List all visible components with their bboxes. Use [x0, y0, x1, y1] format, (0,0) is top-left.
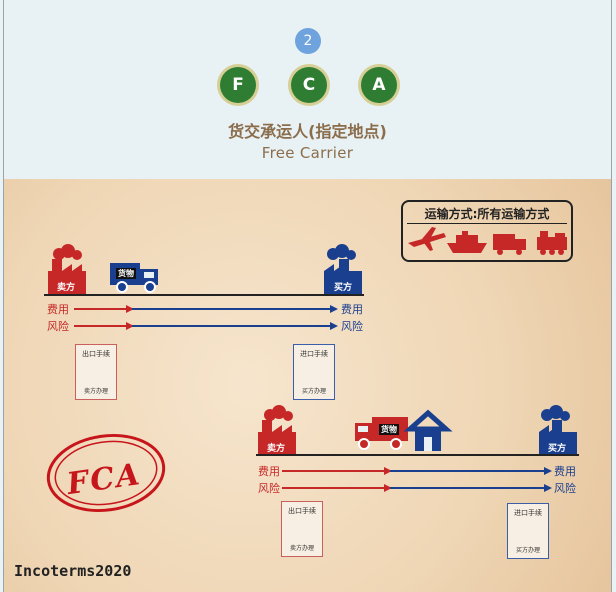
import-doc-title-2: 进口手续: [514, 509, 542, 517]
airplane-icon: [408, 227, 446, 251]
buyer-factory-icon-2: [539, 405, 577, 455]
page-subtitle: Free Carrier: [261, 144, 354, 162]
risk-label: 风险: [47, 320, 69, 333]
export-doc-title-2: 出口手续: [288, 507, 316, 515]
import-doc-foot-2: 买方办理: [515, 547, 540, 554]
incoterms-label: Incoterms2020: [14, 562, 132, 580]
export-doc-foot: 卖方办理: [83, 388, 108, 395]
header: 2 F C A 货交承运人(指定地点) Free Carrier: [4, 0, 611, 179]
letter-f-badge: F: [220, 67, 256, 103]
import-doc-2: 进口手续 买方办理: [507, 503, 549, 559]
ship-icon: [447, 231, 487, 253]
buyer-label-2: 买方: [548, 444, 567, 454]
buyer-factory-icon: [324, 244, 362, 295]
seller-factory-icon-2: [258, 405, 296, 455]
cost-label: 费用: [47, 303, 69, 316]
import-doc-title: 进口手续: [300, 350, 328, 358]
house-icon: [403, 409, 453, 451]
seller-label-2: 卖方: [267, 444, 286, 454]
page-frame: 2 F C A 货交承运人(指定地点) Free Carrier: [3, 0, 612, 592]
letter-a-badge: A: [361, 67, 397, 103]
export-doc: 出口手续 卖方办理: [75, 344, 117, 400]
goods-label: 货物: [116, 268, 136, 279]
illustration: 运输方式:所有运输方式 卖方 买方 货物 费用 风险 费用 风险 出口手续 卖方…: [4, 179, 611, 592]
export-doc-2: 出口手续 卖方办理: [281, 501, 323, 557]
cost-label-buyer: 费用: [341, 303, 363, 316]
risk-label-buyer-2: 风险: [554, 482, 576, 495]
cost-label-buyer-2: 费用: [554, 465, 576, 478]
risk-label-2: 风险: [258, 482, 280, 495]
cost-label-2: 费用: [258, 465, 280, 478]
transport-modes-title: 运输方式:所有运输方式: [424, 207, 550, 221]
goods-label-2: 货物: [379, 424, 399, 435]
seller-label: 卖方: [57, 283, 76, 293]
letter-c-badge: C: [291, 67, 327, 103]
seller-factory-icon: [48, 244, 86, 295]
transport-modes-box: 运输方式:所有运输方式: [401, 200, 573, 262]
transport-divider: [407, 223, 567, 224]
export-doc-foot-2: 卖方办理: [289, 545, 314, 552]
fca-stamp: [46, 433, 166, 513]
export-doc-title: 出口手续: [82, 350, 110, 358]
page-title: 货交承运人(指定地点): [228, 122, 387, 141]
risk-label-buyer: 风险: [341, 320, 363, 333]
buyer-label: 买方: [334, 283, 353, 293]
train-icon: [537, 231, 567, 255]
import-doc-foot: 买方办理: [301, 388, 326, 395]
step-badge: 2: [295, 28, 321, 54]
truck-mode-icon: [493, 234, 526, 255]
import-doc: 进口手续 买方办理: [293, 344, 335, 400]
